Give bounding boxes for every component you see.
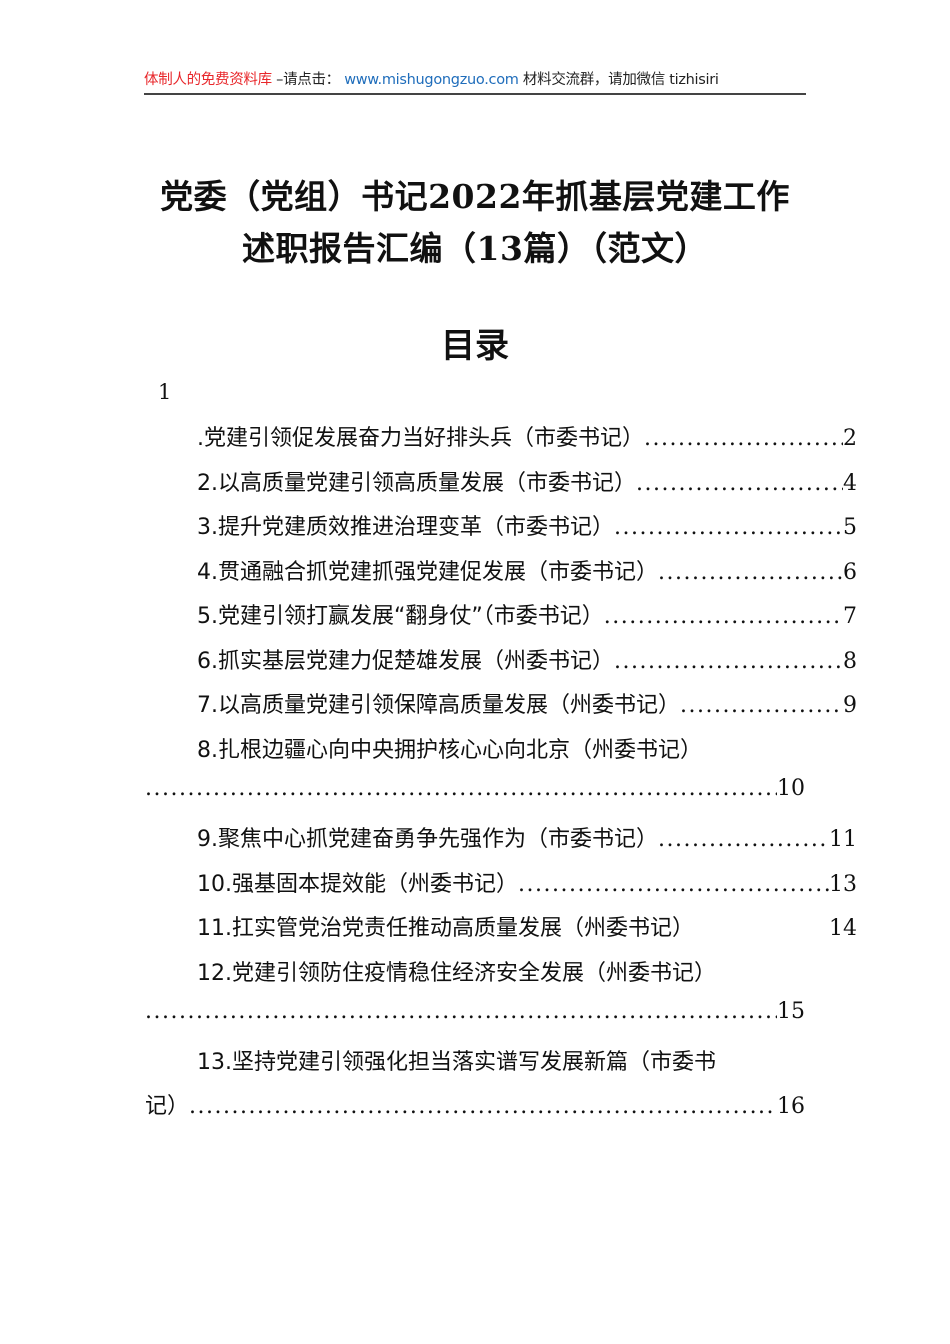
toc-entry-title: 4.贯通融合抓党建抓强党建促发展（市委书记） (197, 560, 658, 585)
toc-leader-dots (145, 999, 777, 1024)
toc-entry[interactable]: 2.以高质量党建引领高质量发展（市委书记） 4 (145, 465, 857, 499)
toc-page-number: 6 (843, 560, 857, 585)
toc-leader-dots (636, 471, 843, 496)
toc-leader-dots (658, 560, 843, 585)
toc-entry[interactable]: 11.扛实管党治党责任推动高质量发展（州委书记） 14 (145, 910, 857, 944)
toc-entry-title: 7.以高质量党建引领保障高质量发展（州委书记） (197, 693, 680, 718)
toc-page-number: 8 (843, 649, 857, 674)
toc-entry-title: 9.聚焦中心抓党建奋勇争先强作为（市委书记） (197, 827, 658, 852)
toc-entry[interactable]: .党建引领促发展奋力当好排头兵（市委书记） 2 (145, 420, 857, 454)
header-divider (144, 93, 806, 95)
toc-page-number: 4 (843, 471, 857, 496)
toc-heading: 目录 (441, 326, 509, 366)
toc-page-number: 14 (829, 916, 857, 941)
toc-entry-title: 8.扎根边疆心向中央拥护核心心向北京（州委书记） (197, 738, 702, 763)
toc-leader-dots (614, 515, 843, 540)
toc-page-number: 13 (829, 872, 857, 897)
toc-entry-title: .党建引领促发展奋力当好排头兵（市委书记） (197, 426, 644, 451)
toc-entry[interactable]: 8.扎根边疆心向中央拥护核心心向北京（州委书记） (145, 732, 857, 766)
toc-leader-dots (145, 776, 777, 801)
toc-page-number: 10 (777, 776, 805, 801)
toc-entry-title: 2.以高质量党建引领高质量发展（市委书记） (197, 471, 636, 496)
toc-entry-title: 13.坚持党建引领强化担当落实谱写发展新篇（市委书 (197, 1050, 716, 1075)
toc-entry[interactable]: 9.聚焦中心抓党建奋勇争先强作为（市委书记） 11 (145, 821, 857, 855)
toc-leader-dots (644, 426, 843, 451)
toc-entry[interactable]: 12.党建引领防住疫情稳住经济安全发展（州委书记） (145, 955, 857, 989)
toc-entry-title: 3.提升党建质效推进治理变革（市委书记） (197, 515, 614, 540)
toc-leader-dots (189, 1094, 777, 1119)
toc-entry[interactable]: 7.以高质量党建引领保障高质量发展（州委书记） 9 (145, 687, 857, 721)
header-prompt: –请点击： (276, 72, 340, 88)
toc-entry-title-continued: 记） (145, 1094, 190, 1119)
document-title-line1: 党委（党组）书记2022年抓基层党建工作 (160, 177, 790, 216)
header-brand: 体制人的免费资料库 (144, 72, 272, 88)
toc-entry[interactable]: 4.贯通融合抓党建抓强党建促发展（市委书记） 6 (145, 554, 857, 588)
toc-entry-title: 10.强基固本提效能（州委书记） (197, 872, 518, 897)
toc-leader-dots (518, 872, 829, 897)
toc-entry-continuation[interactable]: 10 (145, 776, 805, 810)
toc-entry[interactable]: 3.提升党建质效推进治理变革（市委书记） 5 (145, 509, 857, 543)
header-tail: 材料交流群，请加微信 tizhisiri (522, 72, 719, 88)
header-link[interactable]: www.mishugongzuo.com (344, 72, 519, 88)
toc-entry-continuation[interactable]: 记） 16 (145, 1088, 805, 1122)
toc-page-number: 11 (829, 827, 857, 852)
document-title-line2: 述职报告汇编（13篇）（范文） (242, 229, 708, 268)
toc-entry[interactable]: 6.抓实基层党建力促楚雄发展（州委书记） 8 (145, 643, 857, 677)
toc-entry-continuation[interactable]: 15 (145, 999, 805, 1033)
toc-entry[interactable]: 13.坚持党建引领强化担当落实谱写发展新篇（市委书 (145, 1044, 857, 1078)
watermark-header: 体制人的免费资料库 –请点击： www.mishugongzuo.com 材料交… (144, 68, 806, 92)
toc-leader-dots (658, 827, 829, 852)
toc-entry[interactable]: 5.党建引领打赢发展“翻身仗”（市委书记） 7 (145, 598, 857, 632)
toc-page-number: 7 (843, 604, 857, 629)
toc-page-number: 15 (777, 999, 805, 1024)
toc-entry-title: 11.扛实管党治党责任推动高质量发展（州委书记） (197, 916, 694, 941)
toc-stray-number: 1 (158, 380, 172, 404)
toc-page-number: 16 (777, 1094, 805, 1119)
toc-page-number: 2 (843, 426, 857, 451)
toc-entry-title: 12.党建引领防住疫情稳住经济安全发展（州委书记） (197, 961, 716, 986)
toc-entry[interactable]: 10.强基固本提效能（州委书记） 13 (145, 866, 857, 900)
toc-leader-dots (604, 604, 843, 629)
toc-leader-dots (680, 693, 843, 718)
toc-leader-dots (614, 649, 843, 674)
toc-entry-title: 6.抓实基层党建力促楚雄发展（州委书记） (197, 649, 614, 674)
toc-entry-title: 5.党建引领打赢发展“翻身仗”（市委书记） (197, 604, 604, 629)
toc-page-number: 9 (843, 693, 857, 718)
toc-page-number: 5 (843, 515, 857, 540)
